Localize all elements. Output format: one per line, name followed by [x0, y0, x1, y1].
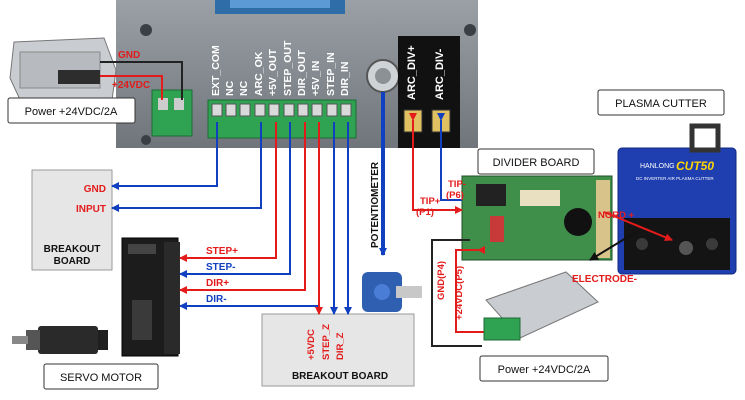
- power-top-label-box: [7, 97, 136, 124]
- power-supply-bottom: [483, 271, 599, 341]
- terminal-labels: EXT_COM NC NC ARC_OK +5V_OUT STEP_OUT DI…: [210, 40, 351, 96]
- power-bottom-label: Power +24VDC/2A: [498, 364, 591, 376]
- arc-div-area: ARC_DIV+ ARC_DIV-: [398, 36, 460, 148]
- power-top-gnd-label: GND: [118, 50, 140, 61]
- terminal-label-ext-com: EXT_COM: [210, 45, 222, 96]
- servo-motor-label-box: [43, 363, 159, 390]
- servo-step-plus: STEP+: [206, 246, 238, 257]
- breakout-bottom-step-z: STEP_Z: [321, 324, 332, 360]
- breakout-left-title-1: BREAKOUT: [44, 244, 101, 255]
- plasma-nord: NORD +: [598, 210, 635, 221]
- servo-dir-minus: DIR-: [206, 294, 227, 305]
- terminal-label-step-out: STEP_OUT: [282, 40, 294, 96]
- power-top-24v-label: +24VDC: [112, 80, 150, 91]
- divider-board: [461, 175, 613, 261]
- power-bottom-label-box: [479, 355, 609, 382]
- servo-driver-wires: [179, 122, 320, 310]
- breakout-bottom-dir-z: DIR_Z: [335, 332, 346, 360]
- power-supply-top: [9, 37, 193, 137]
- terminal-label-step-in: STEP_IN: [325, 52, 337, 96]
- plasma-model: CUT50: [676, 159, 714, 173]
- divider-gnd-p4: GND(P4): [436, 261, 447, 300]
- power-top-wires: [100, 61, 183, 100]
- gx-connector: [366, 59, 400, 93]
- terminal-label-dir-out: DIR_OUT: [296, 49, 308, 96]
- servo-driver: [121, 237, 180, 357]
- divider-tip-minus-1: TIP-: [448, 179, 466, 190]
- plasma-title: PLASMA CUTTER: [615, 98, 707, 110]
- divider-title-box: [477, 148, 595, 175]
- servo-dir-plus: DIR+: [206, 278, 229, 289]
- power-top-label: Power +24VDC/2A: [25, 106, 118, 118]
- breakout-left-title-2: BOARD: [54, 256, 91, 267]
- divider-tip-minus-2: (P6): [446, 190, 464, 201]
- terminal-label-5v-out: +5V_OUT: [267, 48, 279, 96]
- breakout-left-wires: [111, 122, 262, 212]
- arc-div-plus-label: ARC_DIV+: [406, 45, 418, 100]
- breakout-bottom-wires: [315, 122, 352, 315]
- terminal-label-nc-1: NC: [224, 80, 236, 96]
- servo-motor: [12, 326, 108, 354]
- terminal-label-nc-2: NC: [238, 80, 250, 96]
- arc-div-minus-label: ARC_DIV-: [434, 48, 446, 100]
- terminal-label-arc-ok: ARC_OK: [253, 51, 265, 96]
- divider-tip-plus-1: TIP+: [420, 196, 441, 207]
- breakout-left-input: INPUT: [76, 204, 106, 215]
- servo-motor-label: SERVO MOTOR: [60, 372, 142, 384]
- plasma-brand: HANLONG: [640, 163, 675, 170]
- breakout-left-gnd: GND: [84, 184, 106, 195]
- divider-tip-plus-2: (P1): [416, 207, 434, 218]
- plasma-cutter: [617, 123, 737, 275]
- plasma-wires: [589, 211, 673, 261]
- terminal-block: [207, 99, 357, 139]
- divider-title: DIVIDER BOARD: [493, 157, 580, 169]
- potentiometer-label: POTENTIOMETER: [370, 161, 381, 248]
- potentiometer: [362, 272, 422, 312]
- servo-step-minus: STEP-: [206, 262, 235, 273]
- divider-wires: [409, 113, 485, 347]
- plasma-title-box: [597, 89, 725, 116]
- breakout-bottom-title: BREAKOUT BOARD: [292, 371, 388, 382]
- terminal-label-5v-in: +5V_IN: [310, 61, 322, 96]
- plasma-sub: DC INVERTER AIR PLASMA CUTTER: [636, 176, 714, 181]
- plasma-electrode: ELECTRODE-: [572, 274, 637, 285]
- breakout-bottom-5vdc: +5VDC: [306, 329, 317, 360]
- divider-24v-p5: +24VDC(P5): [454, 266, 465, 320]
- terminal-label-dir-in: DIR_IN: [339, 62, 351, 96]
- breakout-board-bottom: BREAKOUT BOARD: [261, 313, 415, 387]
- breakout-board-left: BREAKOUT BOARD: [31, 169, 113, 271]
